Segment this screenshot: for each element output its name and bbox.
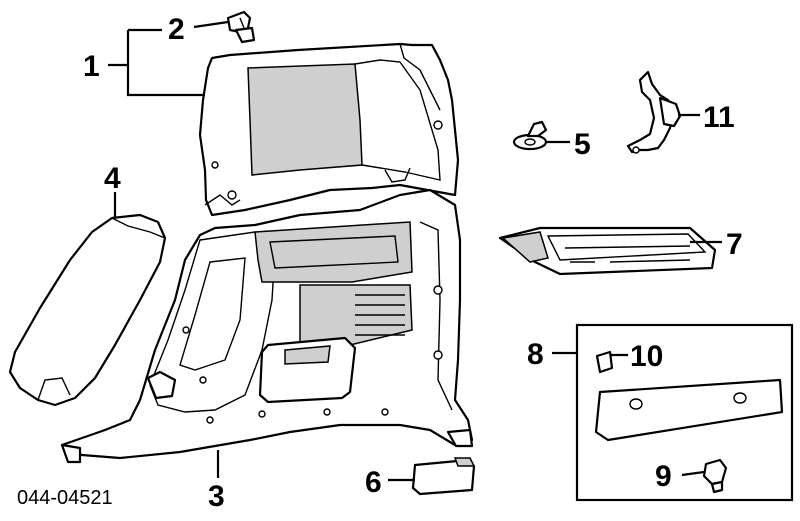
part-6-cover-plug: [411, 457, 476, 496]
callout-5: 5: [574, 128, 591, 161]
callout-3: 3: [208, 480, 225, 513]
callout-1: 1: [83, 50, 100, 83]
diagram-code: 044-04521: [17, 487, 113, 509]
callout-9: 9: [655, 460, 672, 493]
callout-7: 7: [726, 228, 743, 261]
leader-lines: [108, 20, 722, 482]
part-5-hook: [512, 120, 548, 151]
callout-4: 4: [104, 162, 121, 195]
callout-2: 2: [168, 13, 185, 46]
part-1-upper-quarter-trim: [198, 42, 460, 217]
part-11-bracket: [626, 70, 682, 154]
callout-10: 10: [630, 340, 663, 373]
part-2-clip: [226, 10, 256, 44]
part-4-side-cover: [8, 213, 167, 407]
part-7-sill-plate: [498, 226, 717, 276]
callout-8: 8: [527, 338, 544, 371]
callout-11: 11: [703, 101, 735, 134]
part-10-clip: [595, 350, 614, 374]
part-3-lower-quarter-trim: [60, 188, 474, 464]
callout-6: 6: [365, 466, 382, 499]
part-8-group: [575, 323, 794, 502]
part-9-fastener: [702, 458, 728, 494]
